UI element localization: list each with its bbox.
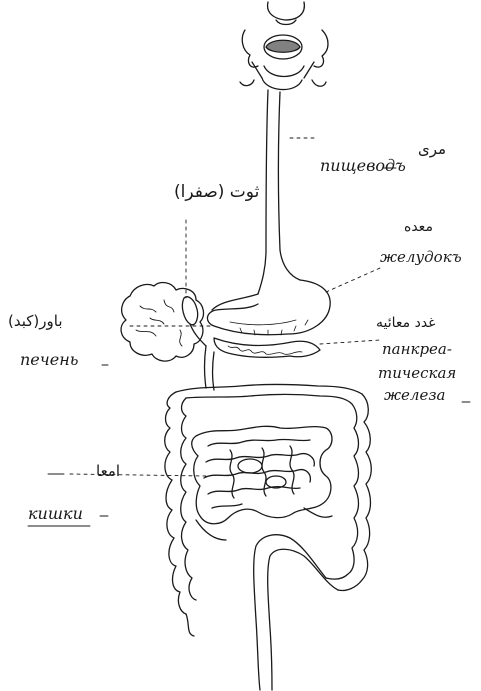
esophagus-label-ru: пищеводъ xyxy=(320,158,406,174)
rectum xyxy=(254,535,338,690)
gallbladder xyxy=(182,297,206,346)
pancreas-label-ru-2: тическая xyxy=(378,366,456,381)
duodenum xyxy=(205,346,215,390)
liver-label-ru: печень xyxy=(20,352,78,368)
liver xyxy=(121,283,203,362)
pancreas-label-ru-1: панкреа- xyxy=(382,342,452,357)
esophagus xyxy=(258,90,300,294)
pancreas-leader xyxy=(320,340,380,344)
pancreas xyxy=(214,338,320,357)
intestines-label-ru: кишки xyxy=(28,506,83,522)
intestines-leader xyxy=(70,474,206,476)
mouth-region xyxy=(240,2,328,90)
stomach xyxy=(207,280,330,335)
pancreas-label-ru-3: железа xyxy=(384,388,445,403)
pancreas-label-ar: غدد معائیه xyxy=(376,316,436,330)
small-intestine xyxy=(192,426,332,540)
stomach-leader xyxy=(326,268,380,292)
liver-label-ar: (کبد)باور xyxy=(8,314,63,329)
intestines-label-ar: امعا xyxy=(96,464,120,479)
gallbladder-label-ar: ثوت (صفرا) xyxy=(174,184,259,201)
esophagus-label-ar: مری xyxy=(418,142,446,157)
stomach-label-ar: معده xyxy=(404,220,433,234)
stomach-label-ru: желудокъ xyxy=(380,250,462,265)
